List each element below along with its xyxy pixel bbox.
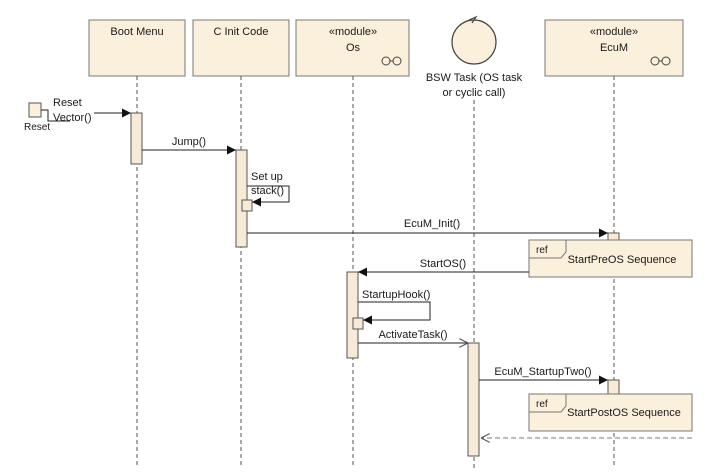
module-component-icon [650, 56, 671, 66]
lifeline-box-ecum [544, 19, 684, 77]
lifeline-title-os: Os [346, 42, 361, 54]
lifeline-box-c-init [192, 19, 290, 77]
message-arrow-startuphook [358, 301, 431, 325]
message-label-startos: StartOS() [420, 258, 466, 270]
message-label-activatetask: ActivateTask() [378, 329, 447, 341]
ref-label-preos: StartPreOS Sequence [568, 254, 677, 266]
activation-c-init [235, 149, 248, 248]
module-component-icon [381, 56, 402, 66]
reset-state-label: Reset [24, 122, 50, 133]
lifeline-title-bsw-task-line1: BSW Task (OS task [426, 72, 523, 84]
activation-boot-menu [130, 112, 143, 165]
message-startos: StartOS() [358, 258, 529, 277]
lifeline-stereotype-os: «module» [329, 26, 377, 38]
activation-bsw-task [467, 342, 480, 457]
lifeline-c-init: C Init Code [192, 19, 290, 468]
message-label-jump: Jump() [172, 136, 206, 148]
message-activatetask: ActivateTask() [358, 329, 468, 343]
reset-state: Reset [24, 102, 70, 133]
reset-connector [41, 109, 70, 122]
lifeline-title-ecum: EcuM [600, 42, 628, 54]
message-label-ecum-init: EcuM_Init() [404, 218, 460, 230]
message-label-reset-line1: Reset [53, 97, 82, 109]
lifeline-bsw-task: BSW Task (OS task or cyclic call) [426, 15, 523, 468]
activation-c-init-stack [241, 199, 253, 212]
ref-frame-postos: ref StartPostOS Sequence [528, 393, 693, 432]
message-label-reset-line2: Vector() [53, 112, 92, 124]
message-ecum-startuptwo: EcuM_StartupTwo() [479, 366, 608, 385]
lifeline-title-bsw-task-line2: or cyclic call) [443, 87, 506, 99]
message-arrow-setup-stack [247, 185, 290, 207]
control-arrow-icon [468, 15, 478, 24]
lifeline-os: «module» Os [295, 19, 410, 468]
lifeline-title-c-init: C Init Code [213, 26, 268, 38]
activation-os [346, 271, 359, 359]
ref-tag-box-postos [529, 394, 567, 413]
lifeline-box-boot-menu [88, 19, 186, 77]
message-reset-vector: Reset Vector() [53, 97, 131, 124]
message-jump: Jump() [142, 136, 236, 155]
activation-os-hook [352, 317, 364, 330]
lifeline-boot-menu: Boot Menu [88, 19, 186, 468]
message-ecum-init: EcuM_Init() [247, 218, 608, 238]
ref-tag-postos: ref [536, 399, 548, 410]
lifeline-ecum: «module» EcuM [544, 19, 684, 468]
message-label-startuphook: StartupHook() [362, 289, 430, 301]
message-label-setup-line1: Set up [251, 171, 283, 183]
activation-ecum-startuptwo [607, 379, 620, 395]
lifeline-box-os [295, 19, 410, 77]
message-startuphook: StartupHook() [358, 289, 431, 325]
lifeline-title-boot-menu: Boot Menu [110, 26, 163, 38]
lifeline-stereotype-ecum: «module» [590, 26, 638, 38]
reset-state-box [28, 102, 42, 118]
ref-label-postos: StartPostOS Sequence [567, 407, 681, 419]
message-label-ecum-startuptwo: EcuM_StartupTwo() [494, 366, 591, 378]
ref-tag-preos: ref [536, 245, 548, 256]
message-setup-stack: Set up stack() [247, 171, 290, 207]
control-object-icon [451, 19, 497, 65]
ref-frame-preos: ref StartPreOS Sequence [528, 239, 693, 278]
ref-tag-box-preos [529, 240, 567, 259]
message-label-setup-line2: stack() [251, 185, 284, 197]
